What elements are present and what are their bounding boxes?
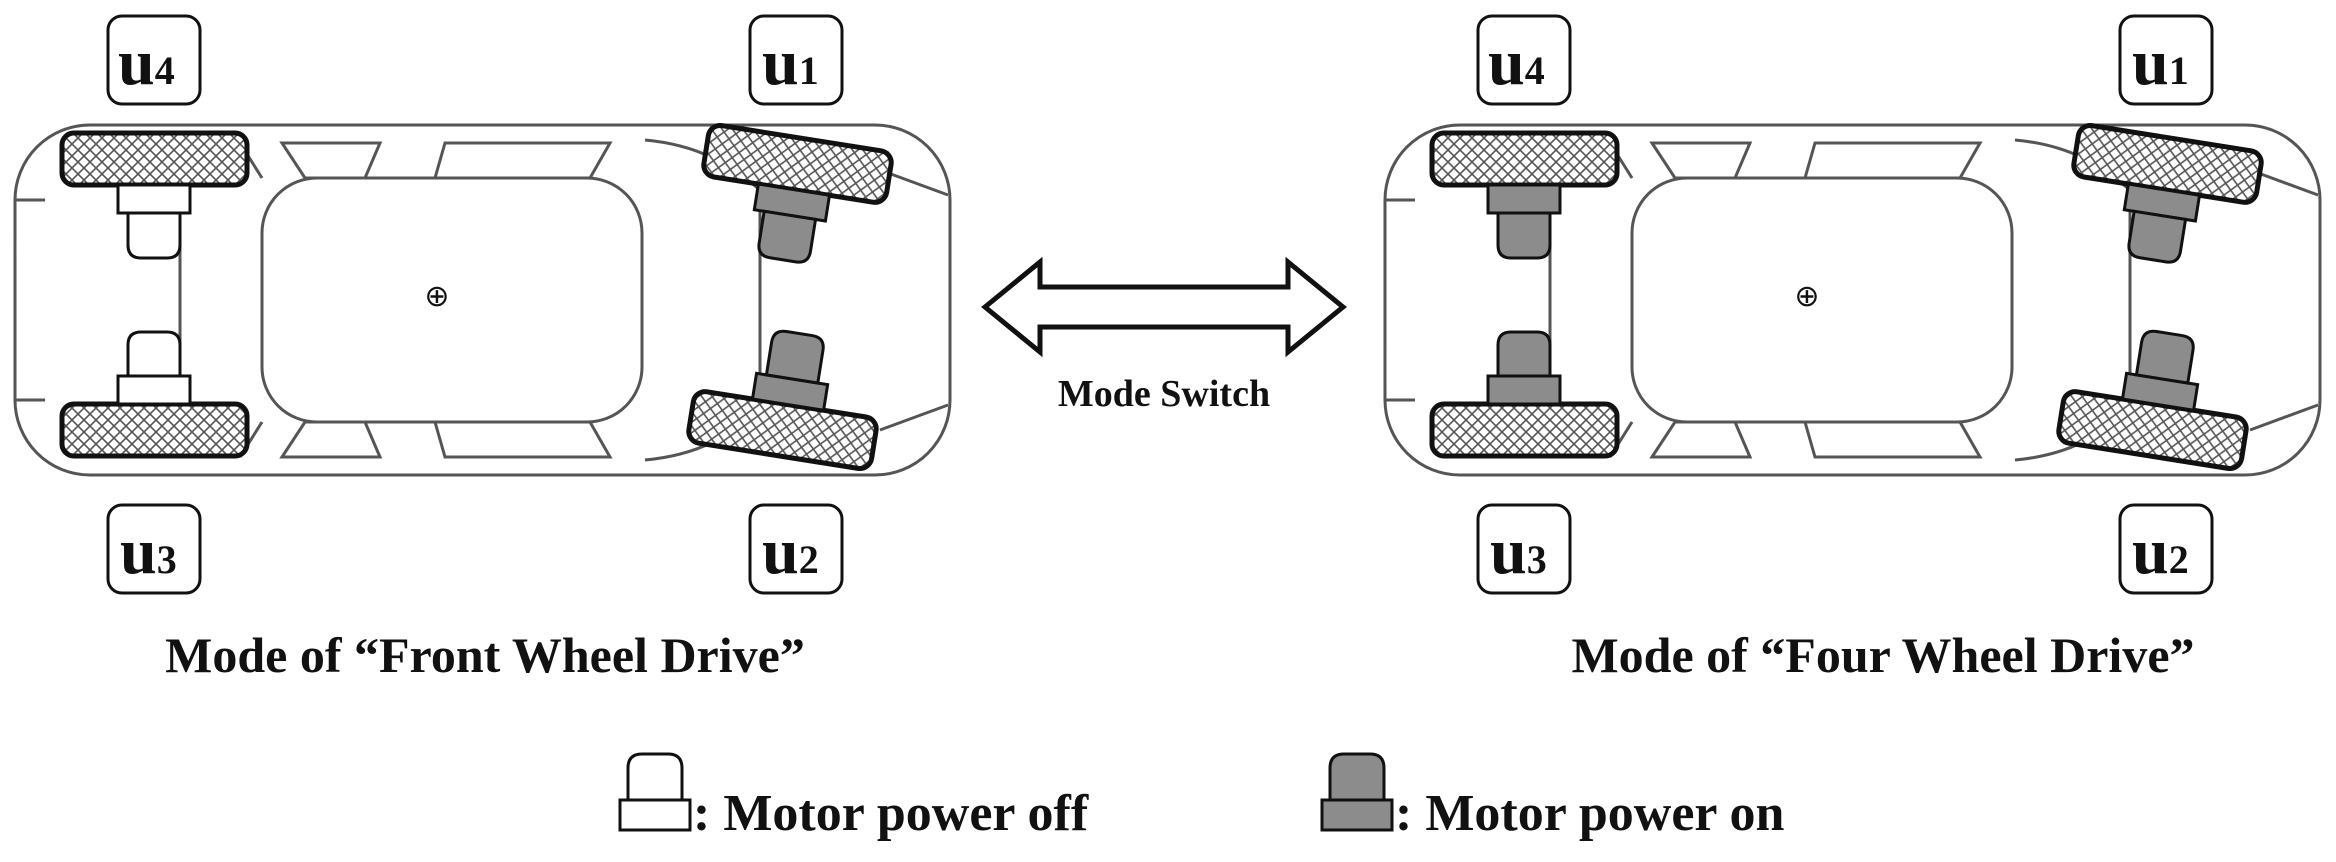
motor-off-legend-text: : Motor power off <box>693 785 1089 842</box>
mode-switch-arrow-icon <box>981 256 1347 358</box>
label-u4-right: u4 <box>1476 14 1572 106</box>
svg-text:u3: u3 <box>120 515 177 588</box>
svg-text:u4: u4 <box>1488 26 1545 99</box>
svg-text:u3: u3 <box>1490 515 1547 588</box>
label-u2-right: u2 <box>2118 503 2214 595</box>
motor-u2-on <box>2120 329 2200 412</box>
motor-u3-off <box>116 330 192 406</box>
motor-on-legend-icon <box>1320 752 1394 832</box>
motor-u4-on <box>1486 183 1562 260</box>
four-wheel-drive-caption: Mode of “Four Wheel Drive” <box>1571 627 2194 683</box>
four-wheel-drive-car: ⊕ <box>1383 123 2322 477</box>
mode-switch-label: Mode Switch <box>1058 373 1270 415</box>
center-of-mass-mark: ⊕ <box>1794 279 1819 314</box>
svg-text:u1: u1 <box>762 26 819 99</box>
wheel-u3 <box>59 401 250 459</box>
legend: : Motor power off : Motor power on <box>618 752 1785 842</box>
label-u1-right: u1 <box>2118 14 2214 106</box>
label-u3-right: u3 <box>1476 503 1572 595</box>
label-u2-left: u2 <box>748 503 844 595</box>
motor-off-legend-icon <box>618 752 692 832</box>
motor-u2-on <box>750 329 830 412</box>
svg-text:u4: u4 <box>118 26 175 99</box>
label-u3-left: u3 <box>106 503 202 595</box>
wheel-u4 <box>1429 130 1620 188</box>
svg-text:u1: u1 <box>2132 26 2189 99</box>
label-u1-left: u1 <box>748 14 844 106</box>
motor-u1-on <box>752 182 832 264</box>
svg-text:u2: u2 <box>2132 515 2189 588</box>
center-of-mass-mark: ⊕ <box>424 279 449 314</box>
wheel-u4 <box>59 130 250 188</box>
front-wheel-drive-caption: Mode of “Front Wheel Drive” <box>165 627 805 683</box>
motor-u3-on <box>1486 330 1562 406</box>
motor-u4-off <box>116 183 192 260</box>
motor-on-legend-text: : Motor power on <box>1395 785 1785 842</box>
motor-u1-on <box>2122 182 2202 264</box>
svg-text:u2: u2 <box>762 515 819 588</box>
front-wheel-drive-car: ⊕ <box>13 123 952 477</box>
wheel-u3 <box>1429 401 1620 459</box>
label-u4-left: u4 <box>106 14 202 106</box>
